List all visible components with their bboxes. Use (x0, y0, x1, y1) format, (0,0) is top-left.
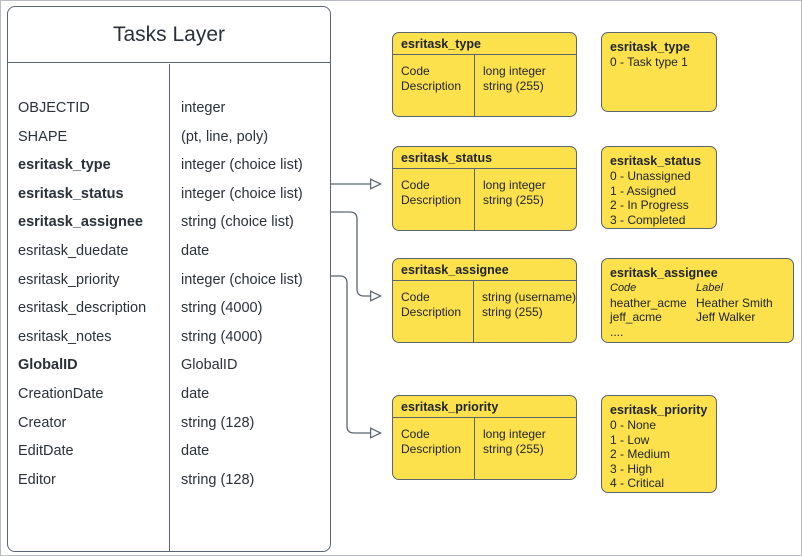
field-type: string (choice list) (181, 214, 294, 231)
value-list-title: esritask_status (610, 154, 702, 168)
value-list-label-header: Label (696, 282, 723, 294)
domain-type: long integer (483, 427, 546, 441)
field-type: integer (choice list) (181, 271, 303, 288)
field-type: string (128) (181, 414, 255, 431)
domain-field-column: Code Description (393, 281, 474, 342)
value-list-header-row: Code Label (610, 281, 785, 296)
field-type: GlobalID (181, 357, 238, 374)
field-name: Editor (18, 471, 56, 488)
page-title: Tasks Layer (8, 7, 330, 63)
field-type: string (4000) (181, 300, 263, 317)
tasks-layer-body: OBJECTID SHAPE esritask_type esritask_st… (8, 64, 330, 551)
value-list-item: 3 - Completed (610, 212, 686, 227)
field-type-column: integer (pt, line, poly) integer (choice… (170, 64, 330, 551)
value-list-item: 4 - Critical (610, 476, 665, 490)
domain-table-body: Code Description long integer string (25… (393, 55, 576, 116)
value-list-pair-row: jeff_acme Jeff Walker (610, 310, 785, 325)
value-list-item: 2 - In Progress (610, 198, 689, 212)
field-type: integer (181, 100, 226, 116)
value-list-title: esritask_type (610, 40, 690, 54)
field-name: Creator (18, 414, 67, 431)
value-list-code-header: Code (610, 282, 637, 294)
field-name: esritask_assignee (18, 214, 143, 231)
field-type: integer (choice list) (181, 185, 303, 202)
field-name: esritask_description (18, 300, 147, 317)
domain-type: long integer (483, 64, 546, 78)
value-list-item: 2 - Medium (610, 447, 671, 461)
domain-type: string (username) (481, 290, 576, 304)
field-name: EditDate (18, 443, 74, 460)
domain-type-column: string (username) string (255) (474, 281, 576, 342)
value-list-item: 0 - Unassigned (610, 169, 691, 183)
field-type: integer (choice list) (181, 157, 303, 174)
domain-field-column: Code Description (393, 169, 475, 230)
domain-table-esritask-type: esritask_type Code Description long inte… (392, 32, 577, 117)
field-type: string (128) (181, 471, 255, 488)
field-type: date (181, 385, 210, 402)
domain-field-column: Code Description (393, 55, 475, 116)
domain-field: Description (401, 305, 462, 319)
value-list-ellipsis: .... (610, 324, 624, 339)
field-name: GlobalID (18, 357, 78, 374)
domain-field: Code (401, 64, 430, 78)
field-name: esritask_type (18, 157, 111, 174)
field-name: esritask_priority (18, 271, 120, 288)
value-list-code: heather_acme (610, 295, 687, 310)
domain-table-esritask-status: esritask_status Code Description long in… (392, 146, 577, 231)
value-list-title: esritask_assignee (610, 266, 718, 280)
domain-table-esritask-assignee: esritask_assignee Code Description strin… (392, 258, 577, 343)
domain-table-title: esritask_assignee (393, 259, 576, 281)
value-list-item: 1 - Low (610, 432, 650, 447)
domain-field: Description (401, 442, 462, 456)
domain-table-body: Code Description long integer string (25… (393, 418, 576, 479)
value-list-title: esritask_priority (610, 403, 708, 417)
field-type: date (181, 242, 210, 259)
value-list-label: Jeff Walker (696, 310, 756, 324)
field-name: esritask_duedate (18, 242, 129, 259)
domain-type-column: long integer string (255) (475, 418, 576, 479)
value-list-code: jeff_acme (610, 310, 662, 324)
domain-type: long integer (483, 178, 546, 192)
value-list-esritask-assignee: esritask_assignee Code Label heather_acm… (601, 258, 794, 343)
domain-type: string (255) (483, 79, 544, 93)
domain-field: Description (401, 193, 462, 207)
domain-type: string (255) (483, 442, 544, 456)
field-name: OBJECTID (18, 100, 90, 116)
field-type: string (4000) (181, 328, 263, 345)
domain-table-title: esritask_status (393, 147, 576, 169)
value-list-item: 0 - Task type 1 (610, 55, 688, 69)
value-list-esritask-type: esritask_type 0 - Task type 1 (601, 32, 717, 112)
domain-type: string (255) (483, 193, 544, 207)
field-name: SHAPE (18, 128, 68, 145)
domain-field: Code (401, 178, 430, 192)
domain-type-column: long integer string (255) (475, 169, 576, 230)
value-list-item: 0 - None (610, 418, 657, 432)
domain-table-title: esritask_priority (393, 396, 576, 418)
domain-field-column: Code Description (393, 418, 475, 479)
field-type: (pt, line, poly) (181, 128, 269, 145)
value-list-item: 1 - Assigned (610, 183, 677, 198)
tasks-layer-entity: Tasks Layer OBJECTID SHAPE esritask_type… (7, 6, 331, 552)
domain-field: Description (401, 79, 462, 93)
value-list-esritask-status: esritask_status 0 - Unassigned 1 - Assig… (601, 146, 717, 229)
domain-field: Code (401, 427, 430, 441)
value-list-pair-row: heather_acme Heather Smith (610, 296, 785, 311)
connector-priority (331, 275, 381, 433)
field-name: CreationDate (18, 385, 104, 402)
field-name: esritask_notes (18, 328, 112, 345)
domain-type: string (255) (481, 305, 543, 319)
domain-table-esritask-priority: esritask_priority Code Description long … (392, 395, 577, 480)
value-list-esritask-priority: esritask_priority 0 - None 1 - Low 2 - M… (601, 395, 717, 493)
field-name: esritask_status (18, 185, 124, 202)
domain-table-body: Code Description long integer string (25… (393, 169, 576, 230)
field-name-column: OBJECTID SHAPE esritask_type esritask_st… (8, 64, 170, 551)
value-list-item: 3 - High (610, 461, 653, 476)
value-list-label: Heather Smith (696, 295, 773, 310)
domain-field: Code (401, 290, 430, 304)
domain-table-body: Code Description string (username) strin… (393, 281, 576, 342)
field-type: date (181, 443, 210, 460)
domain-type-column: long integer string (255) (475, 55, 576, 116)
connector-assignee (331, 211, 381, 296)
domain-table-title: esritask_type (393, 33, 576, 55)
